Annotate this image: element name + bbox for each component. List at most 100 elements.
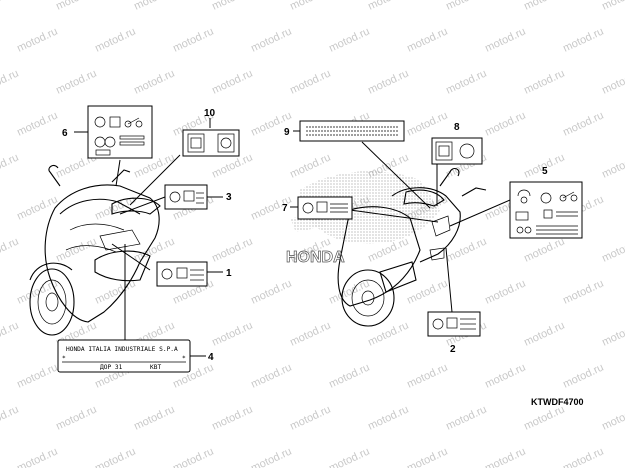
watermark-text: motod.ru (288, 0, 332, 13)
watermark-text: motod.ru (132, 67, 176, 96)
watermark-text: motod.ru (327, 361, 371, 390)
watermark-text: motod.ru (171, 25, 215, 54)
watermark-text: motod.ru (561, 25, 605, 54)
watermark-text: motod.ru (171, 445, 215, 468)
watermark-text: motod.ru (0, 403, 21, 432)
watermark-text: motod.ru (0, 0, 21, 13)
watermark-text: motod.ru (288, 67, 332, 96)
watermark-text: motod.ru (15, 25, 59, 54)
watermark-text: motod.ru (54, 235, 98, 264)
plate-line-2: ДОР 31 (100, 364, 123, 371)
watermark-text: motod.ru (93, 25, 137, 54)
watermark-text: motod.ru (483, 445, 527, 468)
watermark-text: motod.ru (600, 235, 625, 264)
watermark-text: motod.ru (483, 361, 527, 390)
watermark-text: motod.ru (249, 445, 293, 468)
watermark-text: motod.ru (600, 403, 625, 432)
watermark-text: motod.ru (522, 235, 566, 264)
callout-5: 5 (542, 166, 548, 177)
watermark-text: motod.ru (366, 403, 410, 432)
watermark-text: motod.ru (0, 151, 21, 180)
watermark-text: motod.ru (561, 277, 605, 306)
callout-8: 8 (454, 122, 460, 133)
callout-6: 6 (62, 128, 68, 139)
watermark-text: motod.ru (444, 67, 488, 96)
watermark-text: motod.ru (0, 235, 21, 264)
watermark-text: motod.ru (327, 445, 371, 468)
watermark-text: motod.ru (405, 445, 449, 468)
watermark-text: motod.ru (288, 403, 332, 432)
watermark-text: motod.ru (483, 109, 527, 138)
watermark-text: motod.ru (132, 0, 176, 13)
watermark-text: motod.ru (600, 67, 625, 96)
label-5 (509, 181, 583, 239)
watermark-text: motod.ru (600, 319, 625, 348)
watermark-text: motod.ru (405, 361, 449, 390)
watermark-text: motod.ru (366, 0, 410, 13)
watermark-text: motod.ru (405, 25, 449, 54)
watermark-text: motod.ru (15, 109, 59, 138)
watermark-text: motod.ru (93, 445, 137, 468)
watermark-text: motod.ru (210, 235, 254, 264)
callout-numbers: 6 10 3 1 4 9 8 7 5 2 (62, 108, 548, 363)
watermark-text: motod.ru (483, 277, 527, 306)
watermark-text: motod.ru (522, 0, 566, 13)
watermark-text: motod.ru (561, 109, 605, 138)
label-3 (164, 184, 208, 210)
watermark-text: motod.ru (132, 403, 176, 432)
callout-9: 9 (284, 127, 290, 138)
watermark-text: motod.ru (444, 403, 488, 432)
honda-logo-text: HONDA (286, 249, 345, 266)
label-4-plate: HONDA ITALIA INDUSTRIALE S.P.A ДОР 31 КВ… (57, 339, 191, 373)
watermark-text: motod.ru (15, 445, 59, 468)
watermark-text: motod.ru (405, 109, 449, 138)
watermark-text: motod.ru (522, 403, 566, 432)
watermark-text: motod.ru (600, 0, 625, 13)
callout-4: 4 (208, 352, 214, 363)
watermark-text: motod.ru (15, 193, 59, 222)
watermark-text: motod.ru (561, 361, 605, 390)
svg-text:*: * (62, 355, 66, 362)
watermark-text: motod.ru (249, 361, 293, 390)
watermark-text: motod.ru (366, 319, 410, 348)
watermark-text: motod.ru (15, 277, 59, 306)
watermark-text: motod.ru (444, 0, 488, 13)
watermark-text: motod.ru (0, 67, 21, 96)
watermark-text: motod.ru (249, 25, 293, 54)
watermark-text: motod.ru (249, 277, 293, 306)
callout-7: 7 (282, 203, 288, 214)
callout-1: 1 (226, 268, 232, 279)
watermark-text: motod.ru (288, 151, 332, 180)
label-1 (156, 261, 208, 287)
callout-10: 10 (204, 108, 216, 119)
scooter-front-view (29, 164, 161, 336)
plate-line-1: HONDA ITALIA INDUSTRIALE S.P.A (66, 346, 178, 353)
diagram-code: KTWDF4700 (531, 397, 584, 407)
label-9 (299, 120, 405, 142)
label-6 (87, 105, 153, 159)
watermark-text: motod.ru (15, 361, 59, 390)
watermark-text: motod.ru (0, 319, 21, 348)
watermark-text: motod.ru (366, 67, 410, 96)
watermark-text: motod.ru (210, 319, 254, 348)
watermark-text: motod.ru (54, 67, 98, 96)
label-7 (297, 196, 353, 220)
label-2 (427, 311, 481, 337)
callout-3: 3 (226, 192, 232, 203)
watermark-text: motod.ru (210, 67, 254, 96)
watermark-text: motod.ru (600, 151, 625, 180)
plate-line-3: КВТ (150, 364, 161, 371)
leader-lines-left (74, 118, 223, 357)
watermark-text: motod.ru (210, 0, 254, 13)
watermark-text: motod.ru (522, 319, 566, 348)
callout-2: 2 (450, 344, 456, 355)
watermark-text: motod.ru (444, 235, 488, 264)
watermark-text: motod.ru (483, 25, 527, 54)
watermark-text: motod.ru (93, 277, 137, 306)
label-10 (182, 129, 240, 157)
watermark-text: motod.ru (210, 403, 254, 432)
watermark-text: motod.ru (288, 319, 332, 348)
svg-text:*: * (182, 355, 186, 362)
